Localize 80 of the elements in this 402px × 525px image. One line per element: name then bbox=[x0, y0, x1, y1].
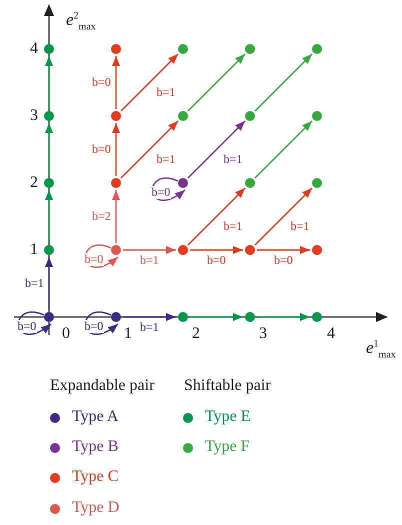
edge-label: b=1 bbox=[156, 86, 176, 99]
edge-label: b=1 bbox=[222, 220, 244, 233]
tick-label: 0 bbox=[62, 325, 70, 343]
tick-label: 1 bbox=[124, 325, 132, 343]
legend-label: Type E bbox=[205, 408, 251, 426]
state-dot bbox=[312, 44, 322, 54]
tick-label: 2 bbox=[30, 174, 38, 192]
state-dot bbox=[111, 111, 121, 121]
state-dot bbox=[245, 312, 255, 322]
state-dot bbox=[312, 178, 322, 188]
edge-label: b=1 bbox=[139, 254, 160, 266]
tick-label: 4 bbox=[30, 40, 38, 58]
arrow bbox=[190, 246, 243, 254]
state-dot bbox=[44, 312, 54, 322]
edge-label: b=0 bbox=[273, 254, 294, 266]
tick-label: 3 bbox=[259, 325, 267, 343]
tick-label: 3 bbox=[30, 107, 38, 125]
arrow bbox=[123, 313, 176, 321]
state-dot bbox=[178, 245, 188, 255]
edge-label: b=0 bbox=[91, 143, 112, 156]
legend-heading: Expandable pair bbox=[50, 377, 154, 395]
legend-heading: Shiftable pair bbox=[184, 377, 271, 395]
state-dot bbox=[44, 111, 54, 121]
arrow bbox=[187, 53, 246, 112]
state-dot bbox=[245, 111, 255, 121]
state-dot bbox=[178, 44, 188, 54]
state-dot bbox=[245, 44, 255, 54]
arrow bbox=[112, 56, 120, 109]
legend-label: Type F bbox=[205, 438, 250, 456]
state-dot bbox=[178, 178, 188, 188]
legend-label: Type B bbox=[72, 438, 118, 456]
edge-label: b=1 bbox=[24, 277, 45, 290]
edge-label: b=0 bbox=[91, 76, 112, 89]
tick-label: 2 bbox=[192, 325, 200, 343]
tick-label: 1 bbox=[30, 241, 38, 259]
state-dot bbox=[111, 44, 121, 54]
arrow bbox=[187, 187, 246, 246]
tick-label: 4 bbox=[327, 325, 335, 343]
edge-label: b=0 bbox=[84, 320, 104, 332]
state-dot bbox=[178, 312, 188, 322]
arrow bbox=[45, 257, 53, 310]
arrow bbox=[120, 53, 179, 112]
arrow bbox=[123, 246, 176, 254]
state-dot bbox=[312, 111, 322, 121]
edge-label: b=1 bbox=[156, 153, 176, 166]
edge-label: b=0 bbox=[206, 254, 227, 266]
legend-label: Type C bbox=[72, 468, 118, 486]
edge-label: b=2 bbox=[91, 210, 112, 223]
state-dot bbox=[312, 245, 322, 255]
state-dot bbox=[312, 312, 322, 322]
state-dot bbox=[111, 245, 121, 255]
state-dot bbox=[178, 111, 188, 121]
arrow bbox=[112, 123, 120, 176]
state-dot bbox=[111, 178, 121, 188]
state-dot bbox=[44, 178, 54, 188]
arrow bbox=[120, 120, 179, 179]
edge-label: b=1 bbox=[222, 153, 244, 166]
legend-label: Type D bbox=[72, 499, 120, 517]
legend-label: Type A bbox=[72, 408, 118, 426]
state-dot bbox=[111, 312, 121, 322]
arrow bbox=[45, 190, 53, 243]
arrow bbox=[257, 313, 310, 321]
arrow bbox=[112, 190, 120, 243]
state-dot bbox=[44, 245, 54, 255]
edge-label: b=1 bbox=[139, 320, 160, 334]
arrow bbox=[254, 120, 313, 179]
arrow bbox=[257, 246, 310, 254]
arrow bbox=[190, 313, 243, 321]
state-dot bbox=[44, 44, 54, 54]
arrow bbox=[254, 53, 313, 112]
arrow bbox=[187, 120, 246, 179]
state-dot bbox=[245, 178, 255, 188]
state-dot bbox=[245, 245, 255, 255]
arrow bbox=[254, 187, 313, 246]
edge-label: b=0 bbox=[150, 186, 172, 198]
arrow bbox=[45, 123, 53, 176]
edge-label: b=0 bbox=[84, 252, 104, 266]
arrow bbox=[45, 56, 53, 109]
edge-label: b=0 bbox=[16, 320, 38, 332]
edge-label: b=1 bbox=[290, 220, 310, 233]
